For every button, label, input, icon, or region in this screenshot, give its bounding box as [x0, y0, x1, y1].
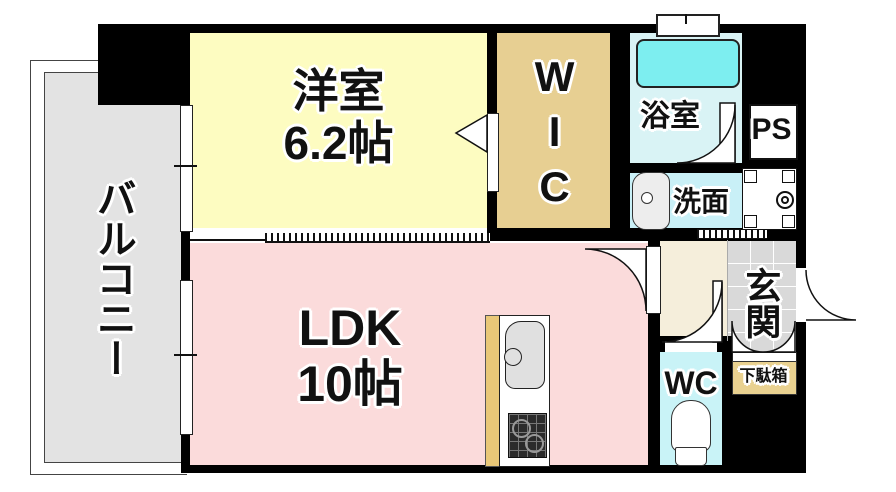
ldk-floor — [190, 243, 648, 465]
floor-edge-line — [727, 240, 728, 341]
shoe-cabinet-label: 下駄箱 — [739, 368, 788, 385]
kitchen-sink-icon — [504, 321, 545, 389]
wc-doorway — [660, 341, 722, 352]
pan-corner — [782, 170, 795, 183]
wall — [181, 230, 190, 280]
washing-machine-pan-icon — [742, 168, 797, 230]
window-tick — [174, 354, 197, 356]
window-tick — [174, 165, 197, 167]
bedroom-name: 洋室 — [292, 65, 385, 117]
window-tick — [685, 14, 687, 24]
shoe-cabinet-box — [732, 361, 797, 395]
wall — [630, 163, 742, 173]
wall — [717, 341, 722, 352]
faucet-icon — [504, 348, 522, 366]
washroom-sliding-door — [697, 229, 767, 239]
wall — [722, 393, 806, 473]
washbasin-drain-icon — [641, 192, 653, 204]
wall — [610, 24, 630, 241]
pipe-space-box — [749, 104, 798, 160]
bathroom-label: 浴室 — [640, 100, 700, 133]
entrance-label: 玄関 — [740, 267, 782, 339]
entrance-door-opening — [796, 268, 806, 322]
partition-line — [190, 239, 266, 241]
toilet-icon — [671, 400, 711, 452]
bedroom-floor — [190, 33, 487, 228]
ldk-name: LDK — [298, 300, 402, 356]
wic-door-opening — [487, 113, 499, 192]
drain-icon — [776, 191, 794, 209]
wc-label: WC — [664, 365, 718, 401]
gas-stove-icon — [508, 413, 547, 458]
wall — [796, 24, 806, 473]
wall — [487, 228, 610, 241]
burner-icon — [512, 419, 531, 438]
ldk-window — [180, 280, 193, 435]
ldk-door-leaf — [646, 246, 661, 314]
toilet-base-icon — [675, 447, 707, 466]
bathroom-window — [656, 14, 720, 37]
wic-label: WIC — [531, 52, 579, 218]
ldk-label: LDK 10帖 — [190, 300, 510, 412]
bedroom-window — [180, 105, 193, 232]
wall — [190, 24, 806, 33]
bathtub-icon — [636, 39, 740, 88]
entrance-door-swing-icon — [805, 269, 857, 321]
bedroom-size: 6.2帖 — [283, 116, 394, 169]
bedroom-label: 洋室 6.2帖 — [190, 65, 487, 169]
pan-corner — [744, 215, 757, 228]
pan-corner — [744, 170, 757, 183]
drain-icon — [781, 196, 789, 204]
ldk-size: 10帖 — [297, 356, 403, 412]
wall — [181, 433, 190, 465]
burner-icon — [525, 434, 544, 453]
pipe-space-label: PS — [751, 113, 792, 146]
balcony-floor — [44, 72, 182, 463]
washroom-label: 洗面 — [672, 186, 729, 217]
wall — [98, 24, 190, 105]
hallway-floor — [660, 240, 727, 341]
sliding-partition — [265, 233, 490, 243]
balcony-label: バルコニー — [90, 178, 135, 378]
pan-corner — [782, 215, 795, 228]
wall — [660, 341, 665, 352]
wall — [181, 465, 806, 473]
kitchen-unit — [499, 315, 550, 467]
wic-floor — [497, 33, 610, 228]
